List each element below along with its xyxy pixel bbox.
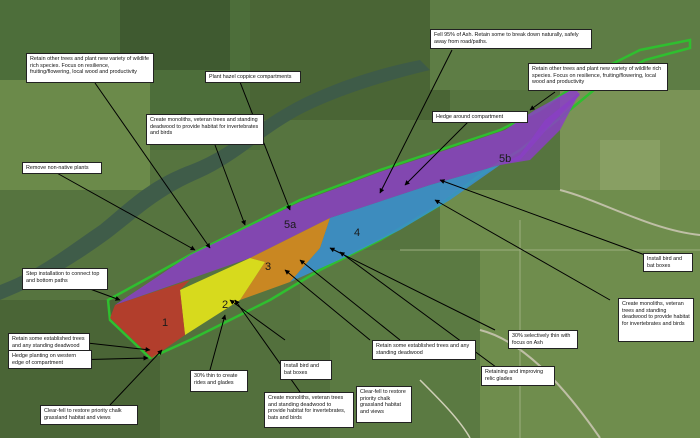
- compartment-label-3: 3: [265, 261, 271, 273]
- compartment-2[interactable]: [180, 258, 265, 335]
- compartment-label-1: 1: [162, 317, 168, 329]
- note-hedge-planting: Hedge planting on western edge of compar…: [8, 350, 92, 369]
- note-clear-fell-3: Clear-fell to restore priority chalk gra…: [356, 386, 412, 423]
- note-monoliths-4: Create monoliths, veteran trees and stan…: [618, 298, 694, 342]
- note-remove-non-native: Remove non-native plants: [22, 162, 102, 174]
- note-monoliths-2: Create monoliths, veteran trees and stan…: [264, 392, 354, 428]
- note-bird-bat-boxes-east: Install bird and bat boxes: [643, 253, 693, 272]
- note-retain-trees-east: Retain other trees and plant new variety…: [528, 63, 668, 91]
- compartment-label-5b: 5b: [499, 153, 511, 165]
- note-monoliths-5a: Create monoliths, veteran trees and stan…: [146, 114, 264, 145]
- compartment-label-5a: 5a: [284, 219, 297, 231]
- note-retain-established-4: Retain some established trees and any st…: [372, 340, 476, 360]
- note-step-installation: Step installation to connect top and bot…: [22, 268, 108, 290]
- note-hedge-around: Hedge around compartment: [432, 111, 528, 123]
- callout-arrows: [54, 49, 646, 406]
- note-relic-glades: Retaining and improving relic glades: [481, 366, 555, 386]
- note-selective-thin: 30% selectively thin with focus on Ash: [508, 330, 578, 349]
- compartment-3[interactable]: [240, 218, 330, 300]
- compartment-5a[interactable]: [115, 88, 580, 305]
- note-retain-trees-west: Retain other trees and plant new variety…: [26, 53, 154, 83]
- note-retain-established-1: Retain some established trees and any st…: [8, 333, 90, 351]
- compartment-label-2: 2: [222, 299, 228, 311]
- compartment-label-4: 4: [354, 227, 360, 239]
- note-clear-fell-1: Clear-fell to restore priority chalk gra…: [40, 405, 138, 425]
- note-fell-ash: Fell 95% of Ash. Retain some to break do…: [430, 29, 592, 49]
- compartment-1[interactable]: [110, 280, 190, 358]
- compartment-5b[interactable]: [500, 92, 580, 165]
- note-thin-rides: 30% thin to create rides and glades: [190, 370, 248, 392]
- note-hazel-coppice: Plant hazel coppice compartments: [205, 71, 301, 83]
- note-bird-bat-boxes-3: Install bird and bat boxes: [280, 360, 332, 380]
